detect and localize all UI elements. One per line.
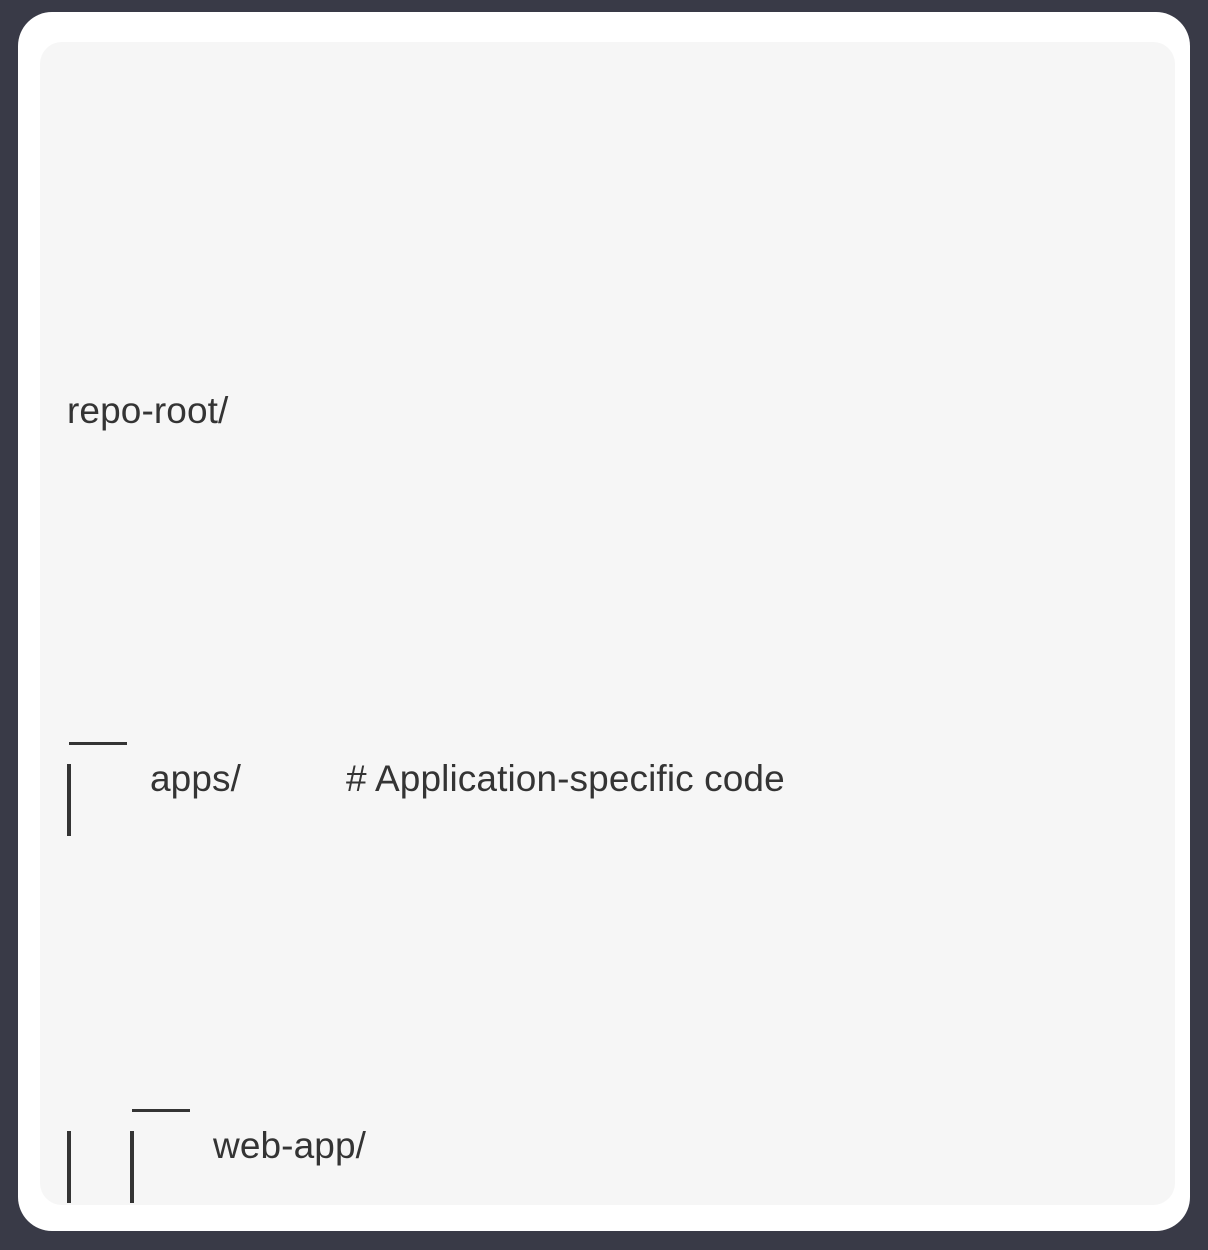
tree-label-repo-root: repo-root/ [67, 390, 229, 431]
tree-line-root: repo-root/ [67, 374, 1046, 448]
tree-label-web-app: web-app/ [213, 1125, 367, 1166]
directory-tree-panel: repo-root/ apps/ # Application-specific c… [40, 42, 1175, 1205]
tree-comment-apps: # Application-specific code [346, 757, 785, 799]
tree-label-apps: apps/ [150, 757, 242, 799]
tree-line-web-app: web-app/ [67, 1109, 1046, 1203]
tree-line-apps: apps/ # Application-specific code [67, 741, 1046, 836]
tree-branch-icon [67, 741, 129, 791]
directory-tree: repo-root/ apps/ # Application-specific c… [67, 80, 1046, 1205]
tree-branch-icon [130, 1109, 192, 1158]
code-block-card: repo-root/ apps/ # Application-specific c… [18, 12, 1190, 1231]
